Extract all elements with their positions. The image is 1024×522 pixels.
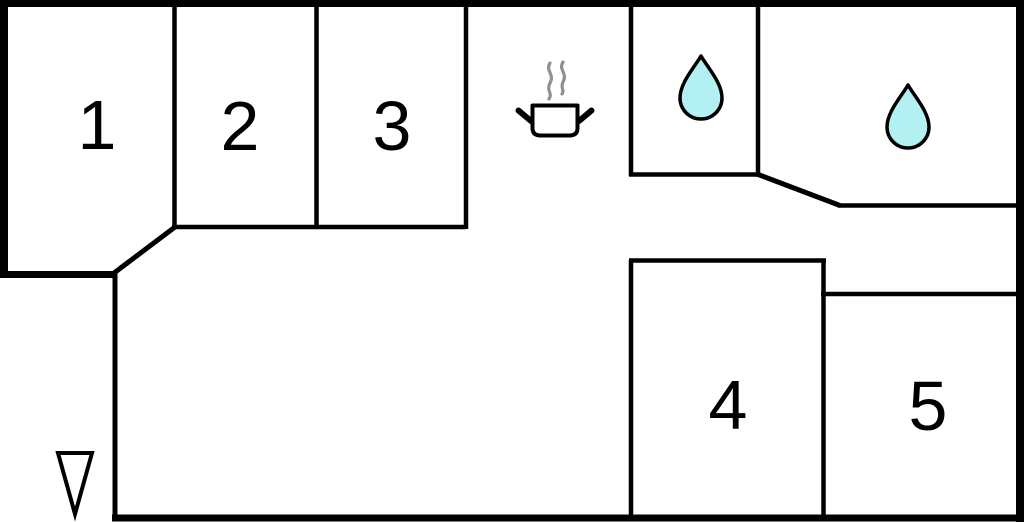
entrance-arrow-icon — [55, 451, 95, 522]
pot-handle-right — [576, 107, 595, 124]
pot-handle-left — [515, 107, 534, 124]
water-drop-icon — [885, 83, 931, 150]
pot-body — [530, 103, 580, 138]
room-4-label: 4 — [709, 366, 748, 444]
interior-walls — [112, 7, 1020, 518]
room-2-label: 2 — [221, 87, 260, 165]
room-1-label: 1 — [78, 86, 117, 164]
water-drop-icon — [678, 54, 724, 121]
room-3-label: 3 — [373, 87, 412, 165]
wall-room1-diagonal — [112, 225, 177, 275]
steam-wave-icon — [546, 61, 554, 101]
steam-wave-icon — [559, 60, 567, 96]
wall-bath2-diagonal — [756, 171, 841, 208]
cooking-pot-icon — [515, 60, 595, 138]
room-5-label: 5 — [909, 367, 948, 445]
